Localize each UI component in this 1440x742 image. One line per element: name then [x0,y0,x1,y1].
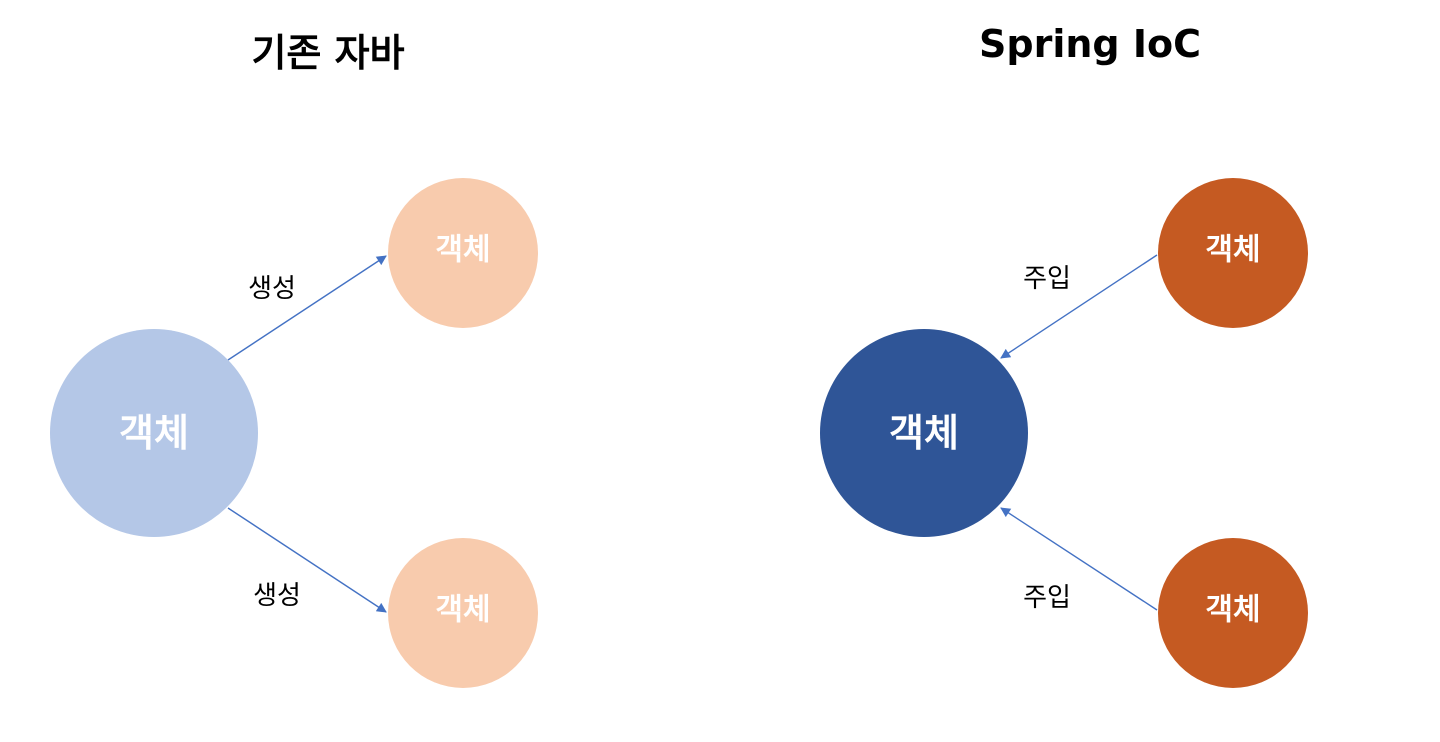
right-main-object-node [820,329,1028,537]
left-arrow-create-top [227,255,387,361]
title-existing-java: 기존 자바 [251,31,405,75]
right-child-object-node-bottom [1158,538,1308,688]
left-child-object-label-top: 객체 [435,233,490,268]
left-panel: 객체 객체 객체 생성 생성 [50,178,538,688]
right-main-object-label: 객체 [889,411,959,455]
right-panel: 객체 객체 객체 주입 주입 [820,178,1308,688]
right-arrow-inject-top [1000,254,1158,359]
left-main-object-label: 객체 [119,411,189,455]
right-edge-label-top: 주입 [1023,264,1071,294]
title-spring-ioc: Spring IoC [979,22,1201,66]
right-child-object-node-top [1158,178,1308,328]
right-edge-label-bottom: 주입 [1023,583,1071,613]
right-child-object-label-top: 객체 [1205,233,1260,268]
left-child-object-node-top [388,178,538,328]
left-edge-label-top: 생성 [248,274,296,304]
left-main-object-node [50,329,258,537]
left-arrow-create-bottom [227,507,387,613]
left-edge-label-bottom: 생성 [253,581,301,611]
right-child-object-label-bottom: 객체 [1205,593,1260,628]
left-child-object-label-bottom: 객체 [435,593,490,628]
left-child-object-node-bottom [388,538,538,688]
right-arrow-inject-bottom [1000,507,1158,611]
